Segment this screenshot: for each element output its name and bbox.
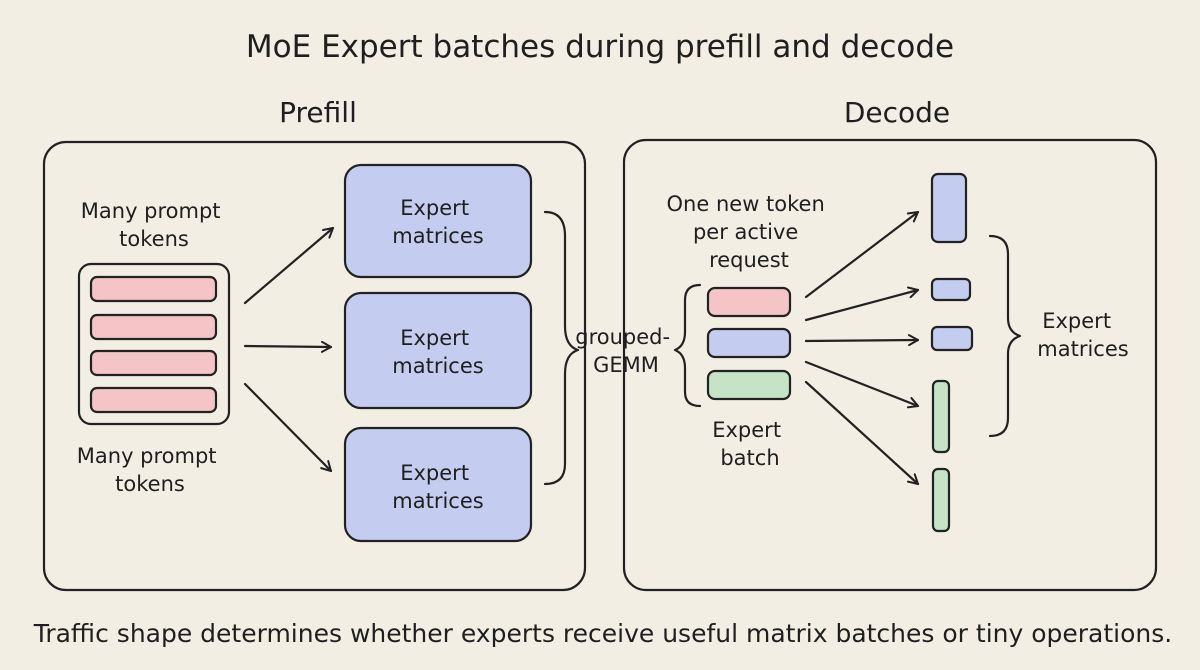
decode-expert-3 [930,325,974,352]
decode-expert-1 [930,172,968,244]
decode-expert-2 [930,277,972,302]
bottom-caption: Traffic shape determines whether experts… [33,619,1173,648]
prefill-expert-box-3 [343,426,533,543]
decode-token-green [706,369,792,401]
prefill-expert-box-2 [343,291,533,410]
decode-token-blue [706,327,792,359]
prefill-panel [42,140,587,592]
prefill-expert-box-1 [343,163,533,279]
prefill-arrow-middle [243,340,333,353]
decode-arrow-1 [804,210,920,299]
decode-heading: Decode [844,96,950,129]
prefill-token-1 [89,275,218,303]
decode-expert-5 [931,467,951,533]
prefill-expert-label-3: Expert matrices [392,461,483,513]
prefill-token-2 [89,313,218,341]
prefill-top-tokens-label: Many prompt tokens [81,199,227,251]
prefill-token-4 [89,386,218,414]
grouped-gemm-label: grouped- GEMM [575,325,677,377]
prefill-token-3 [89,349,218,377]
decode-new-token-label: One new token per active request [667,192,832,272]
decode-arrow-5 [804,380,920,486]
prefill-bottom-tokens-label: Many prompt tokens [77,444,223,496]
decode-arrow-4 [804,360,920,409]
decode-batch-brace [673,283,702,408]
prefill-expert-label-2: Expert matrices [392,326,483,378]
decode-panel [622,138,1158,592]
prefill-arrow-bottom [243,382,333,473]
prefill-expert-label-1: Expert matrices [392,196,483,248]
prefill-heading: Prefill [279,96,357,129]
decode-arrow-3 [804,334,920,347]
decode-experts-label: Expert matrices [1037,309,1128,361]
decode-token-pink [706,286,792,318]
prefill-arrow-top [243,226,335,305]
diagram-title: MoE Expert batches during prefill and de… [246,29,954,65]
prefill-token-group [77,262,231,426]
decode-expert-4 [931,379,951,454]
decode-expert-batch-label: Expert batch [712,418,788,470]
decode-arrow-2 [804,286,920,322]
decode-experts-brace [988,234,1022,438]
prefill-experts-brace [543,210,580,486]
